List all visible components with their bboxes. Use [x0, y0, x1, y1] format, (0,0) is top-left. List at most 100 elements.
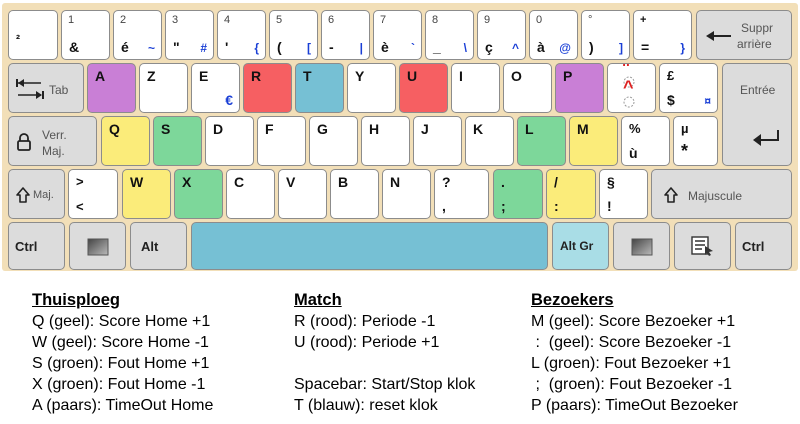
key-s[interactable]: S — [153, 116, 202, 166]
key-label: ^ — [623, 77, 634, 97]
key-u[interactable]: U — [399, 63, 448, 113]
enter-arrow-icon — [753, 130, 779, 146]
caps-lock-key[interactable]: Verr. Maj. — [8, 116, 97, 166]
key-shift-label: ? — [442, 174, 451, 190]
key-altgr-label: ¤ — [704, 94, 711, 108]
enter-label: Entrée — [740, 83, 776, 97]
key-shift-label: ¨ — [623, 63, 629, 81]
key-x[interactable]: X — [174, 169, 223, 219]
shift-arrow-icon — [16, 187, 30, 203]
right-ctrl-label: Ctrl — [742, 239, 765, 254]
key-greater-less[interactable]: > < — [68, 169, 118, 219]
legend-line: A (paars): TimeOut Home — [32, 397, 214, 414]
shift-arrow-icon — [664, 187, 678, 203]
key-j[interactable]: J — [413, 116, 462, 166]
key-label: ( — [277, 39, 282, 55]
backspace-key[interactable]: Suppr arrière — [696, 10, 792, 60]
right-shift-key[interactable]: Majuscule — [651, 169, 792, 219]
key-label: T — [303, 68, 312, 84]
key-i[interactable]: I — [451, 63, 500, 113]
windows-key[interactable] — [69, 222, 126, 270]
key-label: ' — [225, 39, 229, 55]
enter-key[interactable]: Entrée — [722, 63, 792, 166]
legend-line: S (groen): Fout Home +1 — [32, 355, 210, 372]
key-0[interactable]: 0 à @ — [529, 10, 578, 60]
key-q[interactable]: Q — [101, 116, 150, 166]
menu-key[interactable] — [674, 222, 731, 270]
key-o[interactable]: O — [503, 63, 552, 113]
key-8[interactable]: 8 _ \ — [425, 10, 474, 60]
key-c[interactable]: C — [226, 169, 275, 219]
key-m[interactable]: M — [569, 116, 618, 166]
key-question-comma[interactable]: ? , — [434, 169, 489, 219]
key-7[interactable]: 7 è ` — [373, 10, 422, 60]
key-label: , — [442, 198, 446, 214]
key-trema-circumflex[interactable]: ¨ ^ — [607, 63, 656, 113]
key-section-exclamation[interactable]: § ! — [599, 169, 648, 219]
key-t[interactable]: T — [295, 63, 344, 113]
spacebar-key[interactable] — [191, 222, 548, 270]
key-1[interactable]: 1 & — [61, 10, 110, 60]
key-superscript-2[interactable]: ² — [8, 10, 58, 60]
key-b[interactable]: B — [330, 169, 379, 219]
right-ctrl-key[interactable]: Ctrl — [735, 222, 792, 270]
key-slash-colon[interactable]: / : — [546, 169, 596, 219]
key-e[interactable]: E € — [191, 63, 240, 113]
key-6[interactable]: 6 - | — [321, 10, 370, 60]
key-label: ² — [16, 32, 20, 46]
key-shift-label: 4 — [224, 14, 231, 26]
alt-key[interactable]: Alt — [130, 222, 187, 270]
tab-key[interactable]: Tab — [8, 63, 84, 113]
left-ctrl-key[interactable]: Ctrl — [8, 222, 65, 270]
key-r[interactable]: R — [243, 63, 292, 113]
key-mu[interactable]: µ * — [673, 116, 718, 166]
key-4[interactable]: 4 ' { — [217, 10, 266, 60]
key-z[interactable]: Z — [139, 63, 188, 113]
alt-label: Alt — [141, 239, 159, 254]
key-label: * — [681, 141, 689, 161]
key-l[interactable]: L — [517, 116, 566, 166]
key-label: U — [407, 68, 418, 84]
key-d[interactable]: D — [205, 116, 254, 166]
key-k[interactable]: K — [465, 116, 514, 166]
key-3[interactable]: 3 " # — [165, 10, 214, 60]
key-f[interactable]: F — [257, 116, 306, 166]
key-v[interactable]: V — [278, 169, 327, 219]
key-pound[interactable]: £ $ ¤ — [659, 63, 718, 113]
key-2[interactable]: 2 é ~ — [113, 10, 162, 60]
legend-home: Thuisploeg Q (geel): Score Home +1 W (ge… — [32, 290, 213, 416]
key-p[interactable]: P — [555, 63, 604, 113]
key-plus[interactable]: + = } — [633, 10, 692, 60]
key-label: E — [199, 68, 209, 84]
key-altgr-label: ` — [411, 41, 415, 55]
legend-line: L (groen): Fout Bezoeker +1 — [531, 355, 731, 372]
left-shift-label: Maj. — [33, 189, 54, 201]
key-altgr-label: @ — [559, 41, 571, 55]
key-w[interactable]: W — [122, 169, 171, 219]
key-label: L — [525, 121, 534, 137]
key-label: P — [563, 68, 573, 84]
key-label: A — [95, 68, 106, 84]
key-shift-label: 1 — [68, 14, 75, 26]
legend-line: : (geel): Score Bezoeker -1 — [531, 334, 732, 351]
key-y[interactable]: Y — [347, 63, 396, 113]
key-dot-semicolon[interactable]: . ; — [493, 169, 543, 219]
right-windows-key[interactable] — [613, 222, 670, 270]
key-g[interactable]: G — [309, 116, 358, 166]
windows-icon — [87, 238, 109, 256]
key-degree[interactable]: ° ) ] — [581, 10, 630, 60]
key-5[interactable]: 5 ( [ — [269, 10, 318, 60]
legend-line: ; (groen): Fout Bezoeker -1 — [531, 376, 732, 393]
key-n[interactable]: N — [382, 169, 431, 219]
key-label: W — [130, 174, 144, 190]
legend-line: Q (geel): Score Home +1 — [32, 313, 211, 330]
key-percent[interactable]: % ù — [621, 116, 670, 166]
key-label: " — [173, 39, 180, 55]
key-a[interactable]: A — [87, 63, 136, 113]
altgr-key[interactable]: Alt Gr — [552, 222, 609, 270]
left-shift-key[interactable]: Maj. — [8, 169, 65, 219]
key-9[interactable]: 9 ç ^ — [477, 10, 526, 60]
key-h[interactable]: H — [361, 116, 410, 166]
left-ctrl-label: Ctrl — [15, 239, 38, 254]
key-label: J — [421, 121, 429, 137]
